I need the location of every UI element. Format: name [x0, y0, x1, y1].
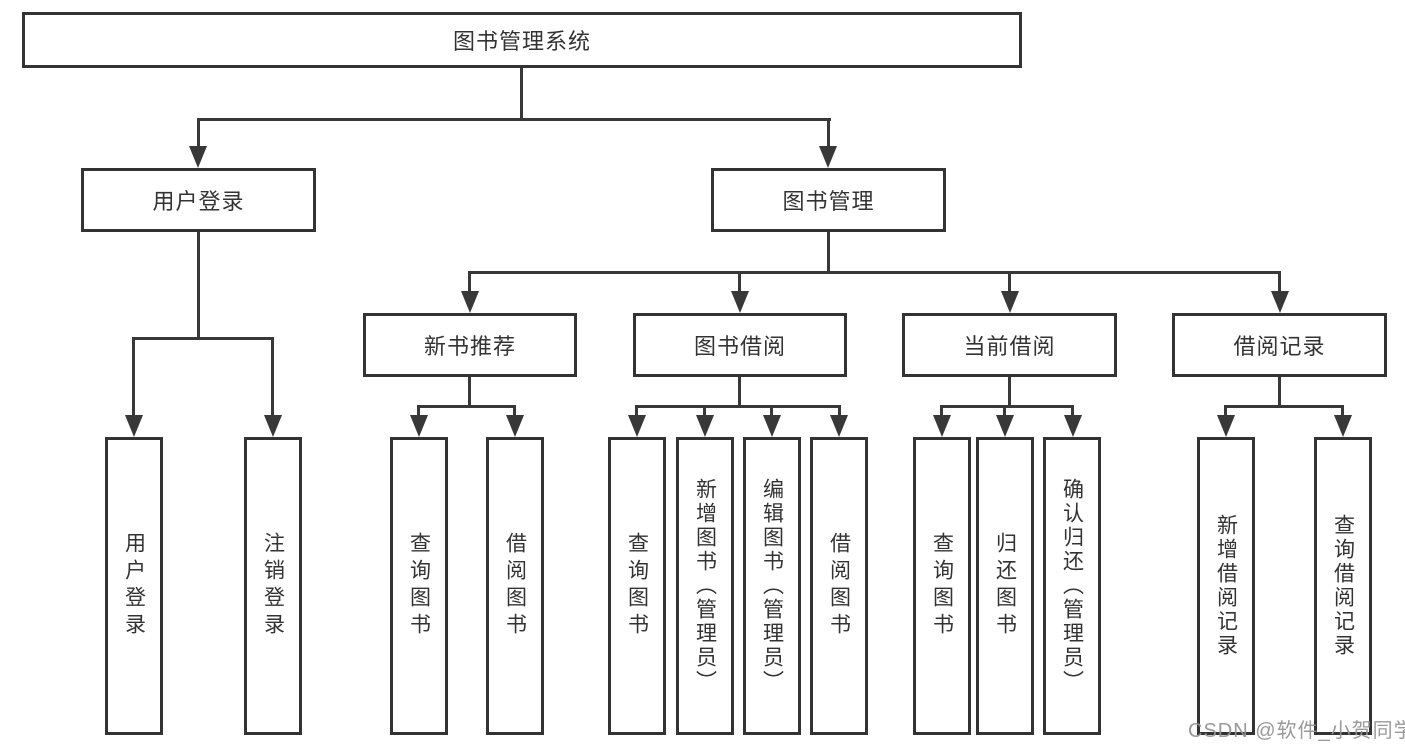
leaf-query-books-current: 查询图书: [913, 437, 971, 735]
leaf-label: 查询借阅记录: [1331, 514, 1355, 658]
connector-line: [132, 337, 135, 420]
connector-line: [468, 377, 471, 408]
leaf-label: 归还图书: [993, 532, 1017, 640]
connector-line: [770, 405, 773, 419]
connector-line: [468, 271, 471, 297]
leaf-query-borrow-record: 查询借阅记录: [1314, 437, 1372, 735]
connector-line: [417, 405, 516, 408]
connector-line: [417, 405, 420, 419]
arrow-down-icon: [189, 146, 207, 168]
node-book-borrowing: 图书借阅: [633, 313, 847, 377]
leaf-label: 借阅图书: [503, 532, 527, 640]
leaf-add-borrow-record: 新增借阅记录: [1197, 437, 1255, 735]
leaf-label: 查询图书: [930, 532, 954, 640]
arrow-down-icon: [696, 415, 714, 437]
node-label: 用户登录: [152, 189, 245, 214]
connector-line: [1003, 405, 1006, 419]
arrow-down-icon: [264, 415, 282, 437]
leaf-borrow-books: 借阅图书: [810, 437, 868, 735]
node-new-book-recommendation: 新书推荐: [363, 313, 577, 377]
node-label: 借阅记录: [1233, 334, 1326, 359]
leaf-logout: 注销登录: [244, 437, 302, 735]
connector-line: [635, 405, 841, 408]
node-book-management: 图书管理: [711, 168, 946, 232]
leaf-label: 新增图书（管理员）: [693, 478, 717, 694]
connector-line: [940, 405, 1074, 408]
node-label: 图书管理系统: [452, 29, 591, 54]
leaf-label: 查询图书: [407, 532, 431, 640]
connector-line: [1341, 405, 1344, 419]
connector-line: [520, 68, 523, 121]
connector-line: [1071, 405, 1074, 419]
csdn-watermark: CSDN @软件_小贺同学: [1188, 720, 1405, 742]
leaf-edit-books-admin: 编辑图书（管理员）: [743, 437, 801, 735]
connector-line: [1224, 405, 1344, 408]
node-label: 图书借阅: [693, 334, 786, 359]
connector-line: [1278, 271, 1281, 297]
arrow-down-icon: [763, 415, 781, 437]
arrow-down-icon: [628, 415, 646, 437]
arrow-down-icon: [819, 146, 837, 168]
leaf-return-books: 归还图书: [976, 437, 1034, 735]
connector-line: [738, 271, 741, 297]
connector-line: [468, 271, 1281, 274]
arrow-down-icon: [461, 291, 479, 313]
arrow-down-icon: [506, 415, 524, 437]
arrow-down-icon: [996, 415, 1014, 437]
connector-line: [703, 405, 706, 419]
arrow-down-icon: [1064, 415, 1082, 437]
node-label: 图书管理: [782, 189, 875, 214]
leaf-label: 确认归还（管理员）: [1060, 478, 1084, 694]
connector-line: [513, 405, 516, 419]
connector-line: [1008, 377, 1011, 408]
arrow-down-icon: [731, 291, 749, 313]
connector-line: [838, 405, 841, 419]
arrow-down-icon: [1334, 415, 1352, 437]
node-user-login: 用户登录: [81, 168, 316, 232]
arrow-down-icon: [1217, 415, 1235, 437]
connector-line: [940, 405, 943, 419]
connector-line: [132, 337, 274, 340]
leaf-query-books-borrowing: 查询图书: [608, 437, 666, 735]
connector-line: [197, 118, 831, 121]
connector-line: [197, 232, 200, 339]
connector-line: [1008, 271, 1011, 297]
leaf-add-books-admin: 新增图书（管理员）: [676, 437, 734, 735]
connector-line: [271, 337, 274, 420]
leaf-query-books-recommend: 查询图书: [390, 437, 448, 735]
node-label: 当前借阅: [963, 334, 1056, 359]
leaf-label: 编辑图书（管理员）: [760, 478, 784, 694]
node-library-management-system: 图书管理系统: [22, 12, 1022, 68]
node-current-borrowing: 当前借阅: [902, 313, 1117, 377]
connector-line: [827, 232, 830, 274]
leaf-label: 新增借阅记录: [1214, 514, 1238, 658]
arrow-down-icon: [1001, 291, 1019, 313]
connector-line: [738, 377, 741, 408]
connector-line: [197, 118, 200, 148]
arrow-down-icon: [830, 415, 848, 437]
leaf-confirm-return-admin: 确认归还（管理员）: [1043, 437, 1101, 735]
node-label: 新书推荐: [423, 334, 516, 359]
arrow-down-icon: [125, 415, 143, 437]
leaf-label: 注销登录: [261, 532, 285, 640]
connector-line: [1278, 377, 1281, 408]
leaf-label: 借阅图书: [827, 532, 851, 640]
leaf-borrow-books-recommend: 借阅图书: [486, 437, 544, 735]
arrow-down-icon: [410, 415, 428, 437]
leaf-label: 查询图书: [625, 532, 649, 640]
leaf-user-login: 用户登录: [105, 437, 163, 735]
leaf-label: 用户登录: [122, 532, 146, 640]
arrow-down-icon: [933, 415, 951, 437]
arrow-down-icon: [1271, 291, 1289, 313]
connector-line: [827, 118, 830, 148]
connector-line: [635, 405, 638, 419]
node-borrowing-records: 借阅记录: [1172, 313, 1387, 377]
connector-line: [1224, 405, 1227, 419]
